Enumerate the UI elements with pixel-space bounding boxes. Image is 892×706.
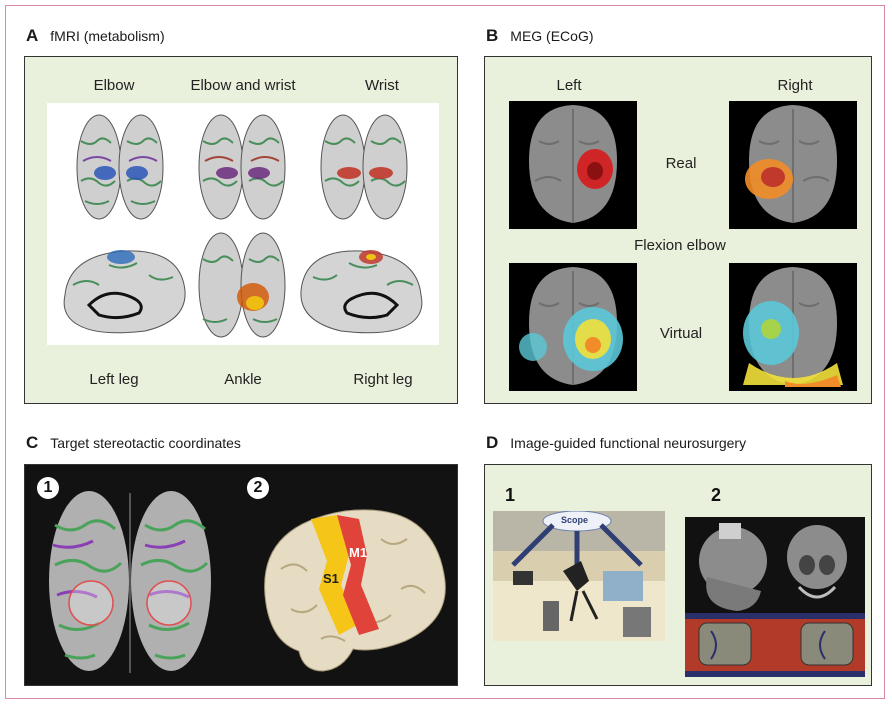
label-left: Left — [556, 77, 582, 94]
scope-label: Scope — [561, 515, 589, 525]
label-virtual: Virtual — [659, 325, 703, 342]
panel-d-title: Image-guided functional neurosurgery — [510, 435, 747, 451]
panel-c-number-2: 2 — [247, 477, 269, 499]
panel-d-header: D Image-guided functional neurosurgery — [486, 433, 746, 453]
fmri-brain-wrist — [320, 114, 408, 220]
label-s1: S1 — [323, 571, 339, 586]
panel-c-title: Target stereotactic coordinates — [50, 435, 241, 451]
label-elbow: Elbow — [93, 77, 135, 94]
fmri-brain-elbow-and-wrist — [198, 114, 286, 220]
fmri-brain-right-leg — [300, 250, 423, 334]
panel-a-title: fMRI (metabolism) — [50, 28, 165, 44]
target-brain-lateral — [264, 509, 446, 672]
meg-left-virtual — [509, 263, 637, 391]
label-ankle: Ankle — [224, 371, 262, 388]
label-wrist: Wrist — [365, 77, 399, 94]
panel-d-letter: D — [486, 433, 499, 452]
meg-right-virtual — [729, 263, 857, 391]
label-right-leg: Right leg — [353, 371, 413, 388]
target-brain-dorsal — [49, 491, 211, 673]
panel-b-title: MEG (ECoG) — [510, 28, 594, 44]
label-right: Right — [777, 77, 813, 94]
panel-d-number-1: 1 — [505, 485, 516, 505]
neurosurgery-xray-photo — [685, 517, 865, 677]
panel-d-box: 1 2 Scope — [484, 464, 872, 686]
fmri-brain-elbow — [76, 114, 164, 220]
panel-c-letter: C — [26, 433, 39, 452]
fmri-brain-left-leg — [63, 250, 186, 334]
label-flexion-elbow: Flexion elbow — [634, 237, 726, 254]
panel-b-letter: B — [486, 26, 499, 45]
label-elbow-and-wrist: Elbow and wrist — [190, 77, 296, 94]
surgical-robot-photo — [493, 511, 665, 641]
meg-right-real — [729, 101, 857, 229]
label-m1: M1 — [349, 545, 368, 560]
fmri-image-area — [47, 103, 439, 345]
panel-c-header: C Target stereotactic coordinates — [26, 433, 241, 453]
panel-b-box: Left Right Real Flexion elbow — [484, 56, 872, 404]
label-left-leg: Left leg — [89, 371, 139, 388]
label-real: Real — [665, 155, 697, 172]
meg-left-real — [509, 101, 637, 229]
panel-a-box: Elbow Elbow and wrist Wrist — [24, 56, 458, 404]
panel-c-number-1: 1 — [37, 477, 59, 499]
panel-b-header: B MEG (ECoG) — [486, 26, 594, 46]
panel-c-box: 1 2 M1 S1 — [24, 464, 458, 686]
panel-d-number-2: 2 — [711, 485, 722, 505]
panel-a-letter: A — [26, 26, 39, 45]
fmri-brain-ankle — [198, 232, 286, 338]
